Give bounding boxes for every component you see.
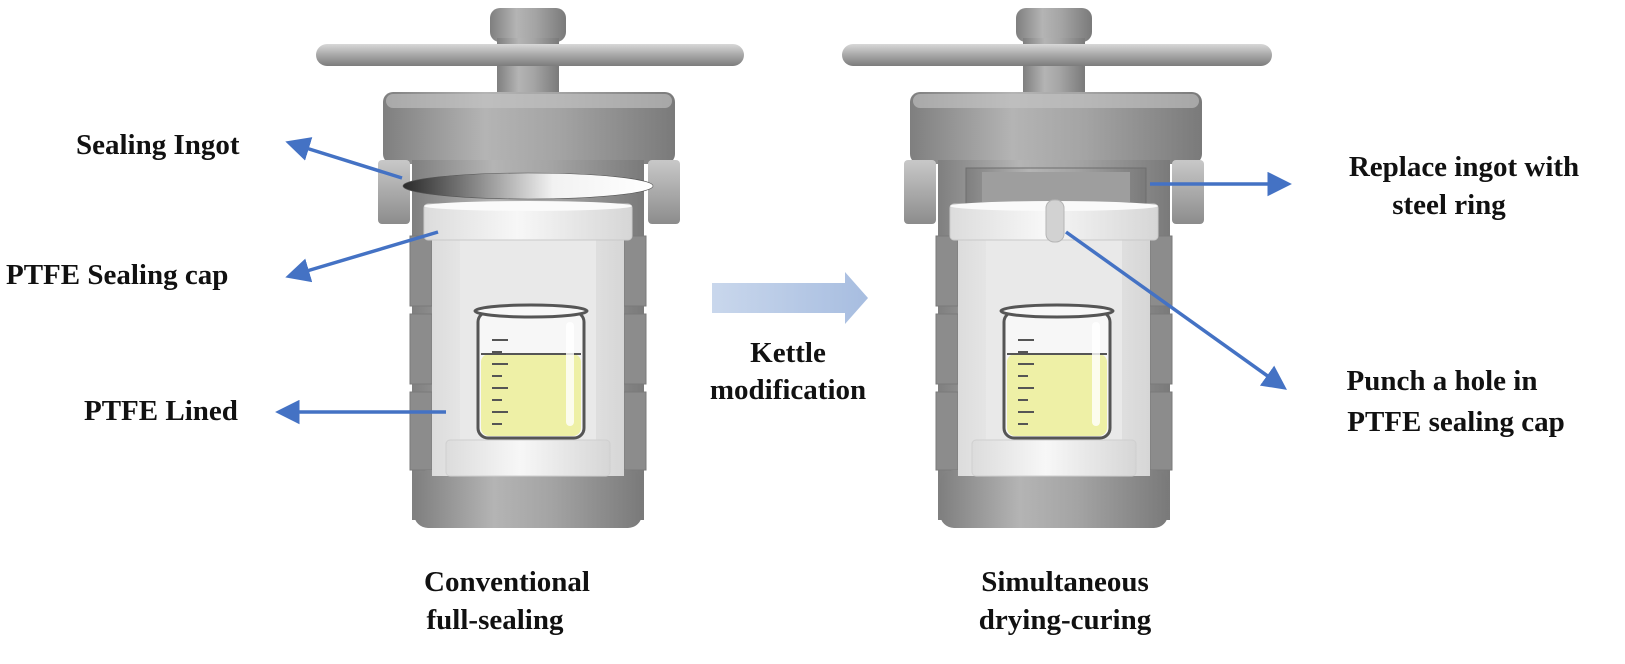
right-cap-hole	[1045, 199, 1065, 243]
process-arrow	[712, 272, 868, 324]
right-knob-top	[1016, 8, 1092, 42]
arrow-punch-hole	[1064, 230, 1287, 390]
left-lid	[383, 92, 675, 164]
right-reactor	[842, 8, 1272, 528]
label-replace-ingot-line2: steel ring	[1392, 189, 1506, 221]
left-sealing-ingot	[402, 172, 654, 200]
label-ptfe-lined: PTFE Lined	[84, 395, 238, 427]
callout-arrows	[275, 137, 1292, 425]
arrow-sealing-ingot	[285, 137, 403, 180]
right-clamp	[904, 160, 936, 224]
left-base	[414, 470, 642, 528]
label-ptfe-sealing-cap: PTFE Sealing cap	[6, 259, 229, 291]
caption-right-line2: drying-curing	[978, 604, 1152, 636]
right-beaker	[999, 303, 1115, 440]
right-liquid	[1007, 354, 1107, 436]
arrow-ptfe-cap	[285, 230, 439, 283]
caption-middle-line1: Kettle	[750, 337, 826, 369]
left-reactor	[316, 8, 744, 528]
left-liquid	[481, 354, 581, 436]
right-clamp	[1172, 160, 1204, 224]
right-lid	[910, 92, 1202, 164]
left-beaker	[473, 303, 589, 440]
label-punch-hole-line2: PTFE sealing cap	[1347, 406, 1565, 438]
caption-middle-line2: modification	[709, 374, 867, 406]
label-replace-ingot-line1: Replace ingot with	[1348, 151, 1580, 183]
left-clamp	[378, 160, 410, 224]
left-knob-top	[490, 8, 566, 42]
label-punch-hole-line1: Punch a hole in	[1346, 365, 1538, 397]
caption-right-line1: Simultaneous	[981, 566, 1149, 598]
caption-left-line2: full-sealing	[426, 604, 564, 636]
left-cross-rod	[316, 44, 744, 66]
label-sealing-ingot: Sealing Ingot	[76, 129, 240, 161]
right-base	[940, 470, 1168, 528]
left-clamp	[648, 160, 680, 224]
right-cross-rod	[842, 44, 1272, 66]
caption-left-line1: Conventional	[424, 566, 590, 598]
